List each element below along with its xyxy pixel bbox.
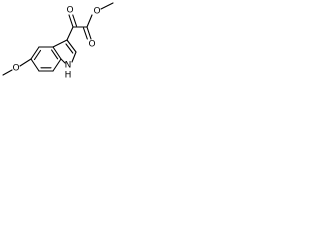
atom-labels: O O O O N H xyxy=(12,6,100,81)
methoxy-group xyxy=(2,58,32,76)
bond-c7a-c3a xyxy=(52,46,62,60)
pyrrole-ring xyxy=(52,39,77,64)
bond-c3a-c3 xyxy=(52,39,68,48)
atom-label-n-indole: N xyxy=(65,61,72,71)
benzene-ring xyxy=(30,46,62,72)
double-bond-c-ester-o-carbonyl xyxy=(82,27,88,40)
double-bond-c7a-c3a xyxy=(51,49,59,60)
bond-c5-o-methoxy xyxy=(19,58,32,67)
atom-label-o-ester-carbonyl: O xyxy=(88,40,95,50)
bond-c7-c7a xyxy=(52,58,62,72)
bond-ketone-c-o xyxy=(68,14,74,28)
atom-label-o-ester-single: O xyxy=(93,7,100,17)
double-bond-ketone-c-o xyxy=(72,14,78,27)
bond-c3-c2 xyxy=(66,39,77,53)
bond-c5-c6 xyxy=(30,58,40,72)
bond-c4-c5 xyxy=(30,46,40,60)
bond-c-ester-o-carbonyl xyxy=(86,26,92,40)
atom-label-o-methoxy: O xyxy=(12,64,19,74)
bond-o-single-ch3 xyxy=(100,2,114,10)
bond-c-ester-o-single xyxy=(86,14,93,28)
atom-label-h-indole: H xyxy=(65,71,72,81)
bond-c3-c-ketone xyxy=(66,26,74,41)
double-bond-c3-c2 xyxy=(65,43,74,54)
bond-n1-c7a xyxy=(60,58,66,64)
glyoxylate-chain xyxy=(66,2,114,41)
bond-o-ch3-methoxy xyxy=(2,69,13,76)
atom-label-o-ketone: O xyxy=(66,6,73,16)
bond-c2-n1 xyxy=(71,51,77,63)
molecule-diagram: O O O O N H xyxy=(2,2,114,81)
double-bond-c4-c5 xyxy=(33,49,42,61)
